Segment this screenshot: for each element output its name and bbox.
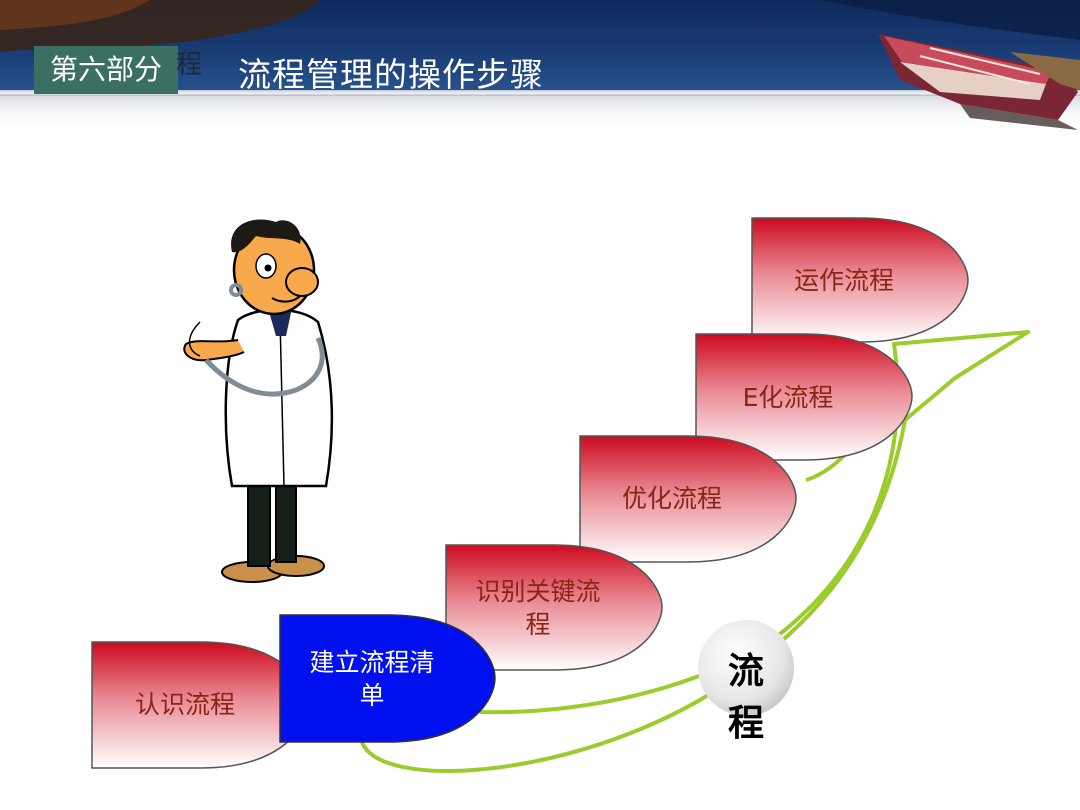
step-6-label: 运作流程 (764, 264, 924, 297)
step-4-label: 优化流程 (592, 482, 752, 515)
doctor-cartoon-image (184, 220, 332, 582)
step-5-label: E化流程 (708, 381, 868, 414)
step-1-label: 认识流程 (100, 688, 270, 721)
step-3-label: 识别关键流 程 (458, 575, 618, 641)
center-label: 流 程 (705, 642, 787, 746)
step-2-label: 建立流程清 单 (292, 646, 452, 712)
